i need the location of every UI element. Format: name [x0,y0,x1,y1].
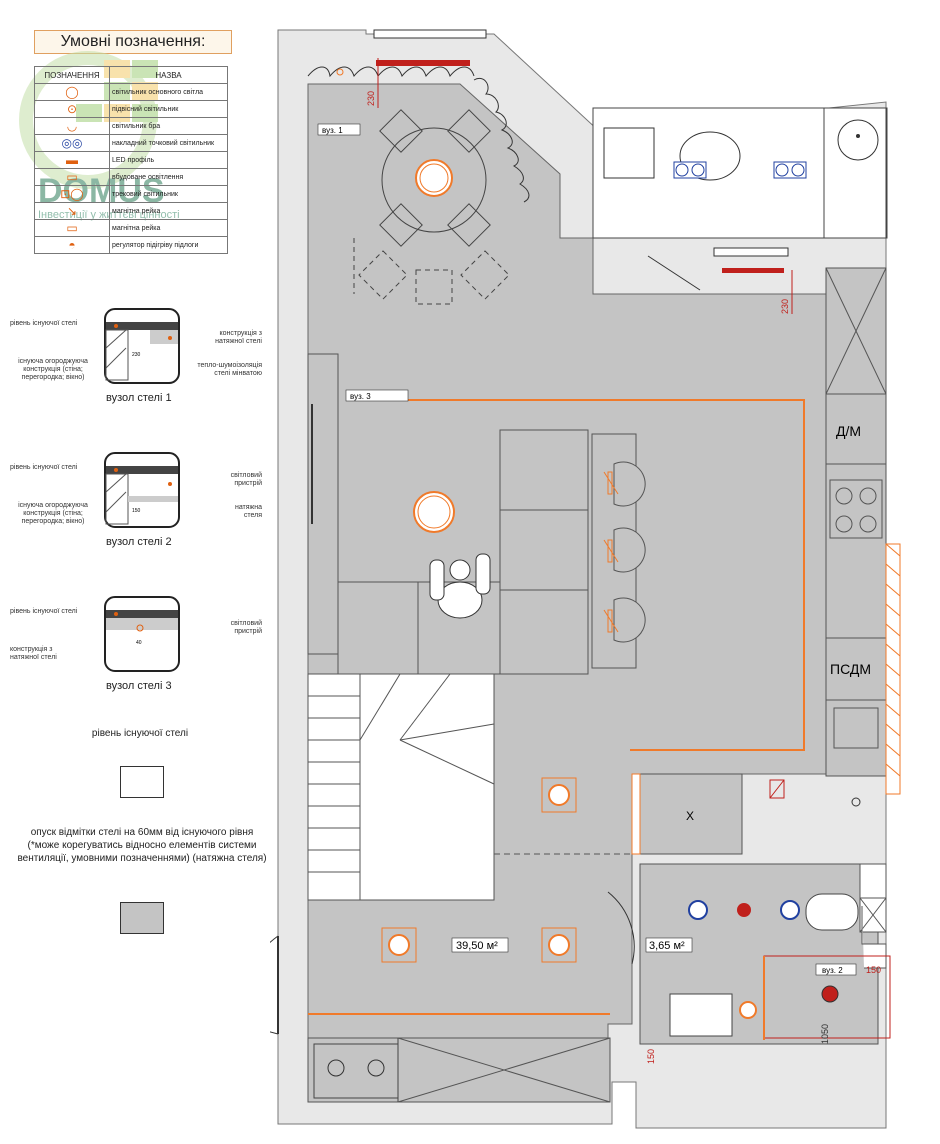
led-profile-icon: ▬ [34,151,110,169]
plan-node3-tag: вуз. 3 [350,392,371,401]
legend-row: магнітна рейка [109,202,228,220]
node2-label-existing: рівень існуючої стелі [10,464,78,471]
legend-row: світильник основного світла [109,83,228,101]
sconce-icon: ◡ [34,117,110,135]
magnetic-rail-balcony [722,268,784,273]
floor-plan: вуз. 1 вуз. 3 вуз. 2 230 230 150 150 105… [270,29,901,1129]
magnetic-rail-icon: ▭ [34,219,110,237]
bar-lamps [603,471,619,633]
plan-dim-230-right: 230 [780,299,790,314]
led-profile-main [400,399,805,751]
legend-row: LED профіль [109,151,228,169]
pendant-lamp-dining [415,159,453,197]
node2-label-stretch: натяжна стеля [234,504,262,519]
node2-drawing: 150 [104,452,180,528]
floor-heating-icon: ◓ [34,236,110,254]
legend-row: світильник бра [109,117,228,135]
swatch-lowered [120,902,164,934]
legend-row: магнітна рейка [109,219,228,237]
bath-extractor [737,903,751,917]
person-figure [429,553,491,619]
node3-label-stretch: конструкція з натяжної стелі [10,646,57,661]
floor-heating-regulator [851,797,861,807]
ring-lamp-icon: ◯ [34,83,110,101]
lamps-lower-hall [381,777,577,963]
node2-dim: 150 [132,508,141,514]
node3-title: вузол стелі 3 [106,680,172,692]
built-in-light-icon: ▭ [34,168,110,186]
node1-title: вузол стелі 1 [106,392,172,404]
node2-label-light: світловий пристрій [230,472,262,487]
plan-label-x: Х [686,809,694,823]
plan-node1-tag: вуз. 1 [322,126,343,135]
swatch-lowered-label: опуск відмітки стелі на 60мм від існуючо… [17,827,267,864]
swatch-existing [120,766,164,798]
pendant-lamp-icon: ⊙ [34,100,110,118]
node2-title: вузол стелі 2 [106,536,172,548]
plan-area-main: 39,50 м² [456,940,498,952]
spot-lamp-icon: ◎◎ [34,134,110,152]
curtain [307,66,475,78]
node1-dim: 230 [132,352,141,358]
node1-label-insulation: тепло-шумоізоляція стелі мінватою [197,362,262,377]
node3-label-existing: рівень існуючої стелі [10,608,78,615]
node1-label-wall: існуюча огороджуюча конструкція (стіна; … [18,358,88,381]
legend-row: підвісний світильник [109,100,228,118]
dining-chairs [379,109,491,247]
node1-label-existing: рівень існуючої стелі [10,320,78,327]
armchair [603,127,655,179]
node3-dim: 40 [136,640,142,646]
sofa [337,429,589,675]
bath-spot-1 [688,900,708,920]
toilet [805,893,859,931]
legend-row: регулятор підігріву підлоги [109,236,228,254]
legend-row: трековий світильник [109,185,228,203]
legend-title: Умовні позначення: [34,30,232,54]
magnetic-rail-top [376,60,470,66]
track-symbol-icon: ↘ [34,202,110,220]
closet-x [639,773,743,855]
washbasin [669,993,733,1037]
side-window [885,543,901,795]
shower-head [821,985,839,1003]
plan-label-dm: Д/М [836,423,861,439]
node2-label-wall: існуюча огороджуюча конструкція (стіна; … [18,502,88,525]
node1-label-stretch: конструкція з натяжної стелі [215,330,262,345]
plan-node2-tag: вуз. 2 [822,966,843,975]
swatch-existing-label: рівень існуючої стелі [91,728,189,739]
plan-dim-150-a: 150 [866,965,881,975]
legend-row: вбудоване освітлення [109,168,228,186]
track-lamp-icon: ⊡◯ [34,185,110,203]
plan-label-psdm: ПСДМ [830,661,871,677]
plan-dim-1050: 1050 [820,1024,830,1044]
plan-dim-230-top: 230 [366,91,376,106]
staircase [307,673,495,901]
bottom-unit [307,1037,611,1103]
legend-col-name: НАЗВА [109,66,228,84]
plan-area-bath: 3,65 м² [649,940,685,952]
node3-drawing: 40 [104,596,180,672]
spot-lamps-balcony [673,161,807,179]
plan-dim-150-b: 150 [646,1049,656,1064]
main-lamp-living [413,491,455,533]
legend-col-symbol: ПОЗНАЧЕННЯ [34,66,110,84]
bath-spot-2 [780,900,800,920]
boiler-icon [837,119,879,161]
legend-table: ПОЗНАЧЕННЯ НАЗВА ◯світильник основного с… [34,66,228,254]
node3-label-light: світловий пристрій [230,620,262,635]
legend-row: накладний точковий світильник [109,134,228,152]
bar-stools [613,461,646,643]
node1-drawing: 230 [104,308,180,384]
